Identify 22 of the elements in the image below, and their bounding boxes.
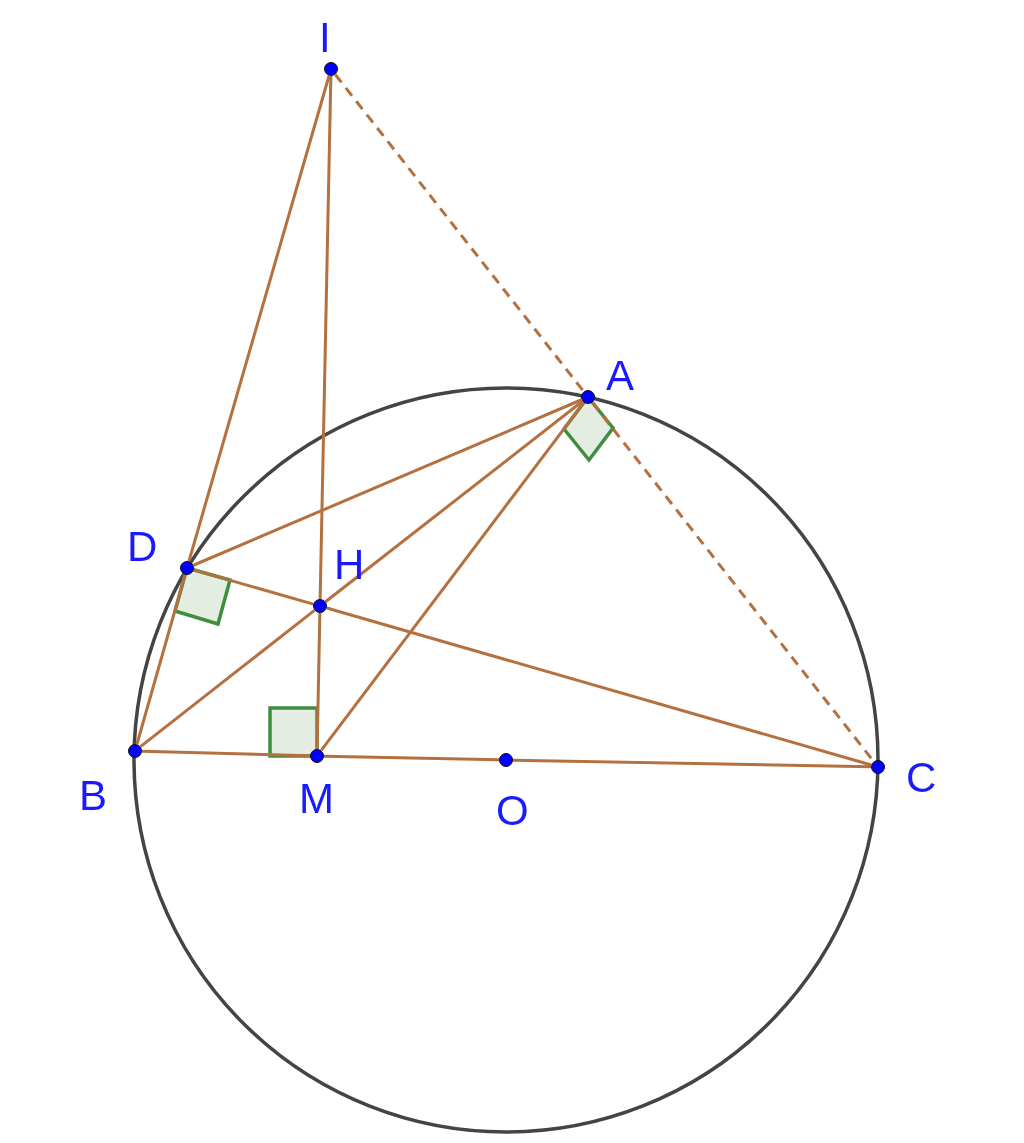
line-segment (139, 609, 316, 748)
line-segment (315, 612, 322, 750)
point-label: M (299, 778, 334, 820)
line-segment (324, 400, 584, 603)
point-label: B (79, 775, 107, 817)
line-segment (135, 574, 187, 745)
line-segment (141, 749, 311, 758)
point-label: I (319, 17, 331, 59)
line-segment (318, 75, 333, 600)
point-label: D (127, 526, 158, 568)
point-label: H (334, 544, 365, 586)
line-segment (187, 75, 331, 562)
line-segment (334, 73, 585, 393)
point-label: C (906, 757, 937, 799)
line-segment (320, 401, 585, 752)
point-label: A (606, 355, 634, 397)
line-segment (192, 398, 583, 567)
point-label: O (496, 790, 529, 832)
line-segment (323, 754, 500, 762)
line-segment (193, 568, 314, 606)
line-segment (326, 606, 872, 767)
line-segment (512, 758, 872, 769)
